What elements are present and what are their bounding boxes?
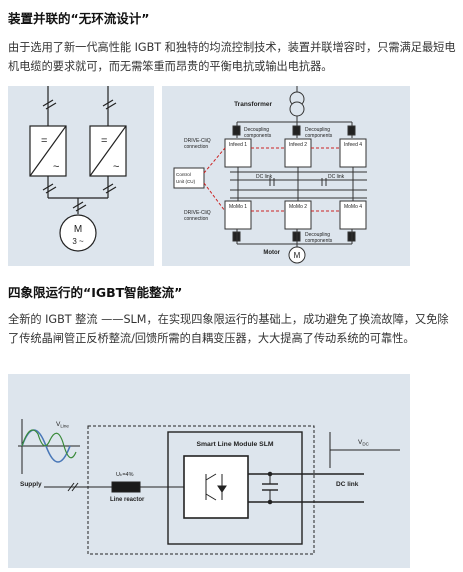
v-line-label: VLine [56,421,69,429]
decoupling-label: Decoupling [305,127,330,133]
section1-body: 由于选用了新一代高性能 IGBT 和独特的均流控制技术，装置并联增容时，只需满足… [8,41,456,73]
control-unit-label: Control [176,172,191,177]
momo-label: MoMo 1 [229,204,247,210]
supply-label: Supply [20,481,42,488]
uk-value-label: Uₖ=4% [116,472,134,478]
transformer-label: Transformer [234,101,272,108]
infeed-label: Infeed 2 [289,142,307,148]
motor-phase: 3 ~ [72,237,84,246]
inverter-ac-symbol: ~ [113,161,119,173]
momo-label: MoMo 2 [289,204,307,210]
infeed-label: Infeed 1 [229,142,247,148]
drive-cliq-label: connection [184,216,208,222]
motor-label: Motor [263,250,280,256]
parallel-system-diagram: Transformer Decoupling components Decoup… [162,86,410,266]
dc-link-label: DC link [336,481,359,488]
decoupling-label: components [305,133,333,139]
slm-title: Smart Line Module SLM [196,441,273,448]
inverter-dc-symbol: = [101,135,107,147]
drive-cliq-label: connection [184,144,208,150]
decoupling-label: components [305,238,333,244]
dc-link-label: DC link [328,174,345,180]
line-reactor-label: Line reactor [110,497,145,503]
inverter-dc-symbol: = [41,135,47,147]
dc-link-label: DC link [256,174,273,180]
section2-title: 四象限运行的“IGBT智能整流” [8,285,183,300]
decoupling-label: components [244,133,272,139]
drive-cliq-label: DRIVE-CliQ [184,210,211,216]
decoupling-label: Decoupling [305,232,330,238]
parallel-inverter-diagram: = ~ = ~ M 3 ~ [8,86,154,266]
motor-symbol: M [294,251,301,260]
section2-body: 全新的 IGBT 整流 ——SLM，在实现四象限运行的基础上，成功避免了换流故障… [8,313,449,345]
momo-label: MoMo 4 [344,204,362,210]
vdc-label: VDC [358,439,370,447]
infeed-label: Infeed 4 [344,142,362,148]
inverter-ac-symbol: ~ [53,161,59,173]
control-unit-label: Unit (CU) [176,179,196,184]
slm-diagram: VLine Supply Uₖ=4% Line reactor Smart Li… [8,374,410,568]
section1-title: 装置并联的“无环流设计” [8,11,150,26]
decoupling-label: Decoupling [244,127,269,133]
motor-symbol: M [74,224,82,235]
drive-cliq-label: DRIVE-CliQ [184,138,211,144]
